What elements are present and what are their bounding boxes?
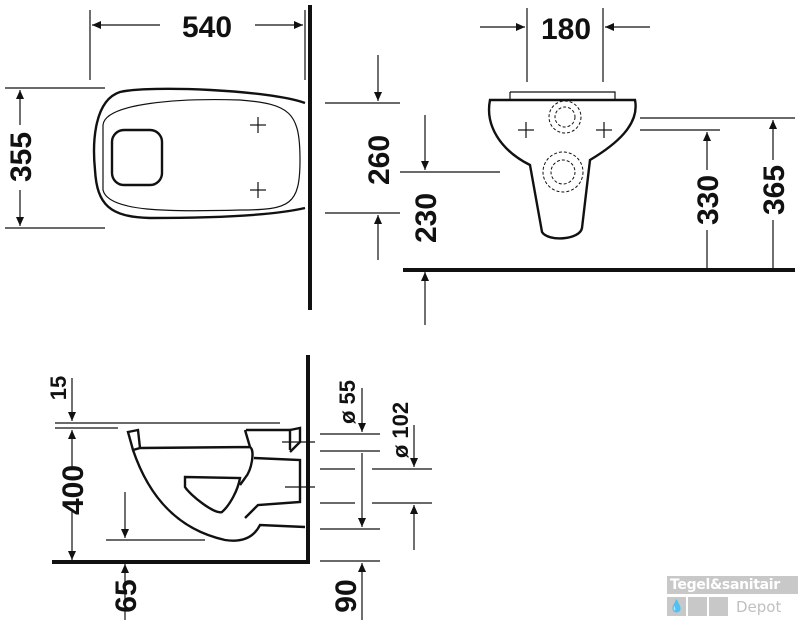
dimension-diameter-102: ø 102 [388,402,413,458]
dimension-90: 90 [330,579,363,612]
bowl-outline-front [487,98,637,240]
dimension-260: 260 [363,135,396,185]
dimension-180: 180 [541,13,591,46]
watermark-brand: Tegel&sanitair [667,576,798,594]
dimension-65: 65 [110,579,143,612]
side-view: 15 400 65 ø 55 ø 102 90 [46,355,432,620]
front-view: 180 230 330 365 [400,8,795,325]
dimension-diameter-55: ø 55 [335,380,360,424]
water-drop-icon: 💧 [667,597,686,616]
fixing-point-icon [250,117,266,133]
top-view: 540 355 260 [5,5,400,310]
dimension-355: 355 [5,132,38,182]
fixing-point-icon [250,182,266,198]
dimension-365: 365 [758,165,791,215]
dimension-330: 330 [692,175,725,225]
watermark-logo: Tegel&sanitair 💧 Depot [667,576,798,616]
bowl-outline-side [126,428,306,542]
logo-block [709,597,728,616]
dimension-540: 540 [182,11,232,44]
seat-opening [110,128,164,187]
dimension-15: 15 [46,376,71,400]
bowl-outline-top [92,87,306,220]
dimension-400: 400 [57,465,90,515]
logo-block [688,597,707,616]
dimension-230: 230 [410,193,443,243]
watermark-sub: Depot [736,597,782,616]
